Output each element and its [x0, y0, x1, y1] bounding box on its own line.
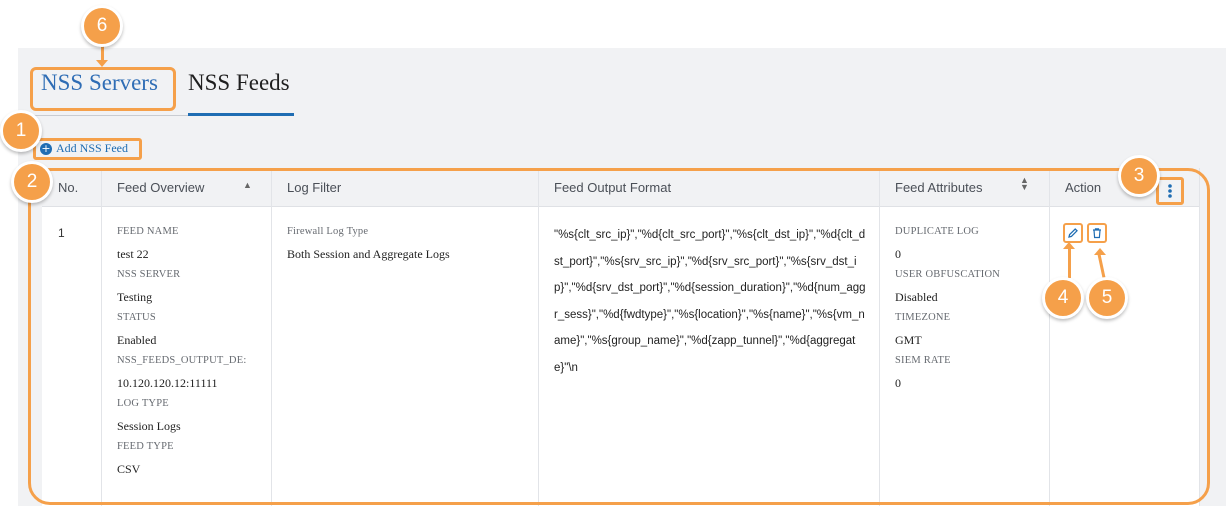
more-options-button[interactable]: [1156, 177, 1184, 205]
callout-3: 3: [1118, 155, 1160, 197]
log-type-value: Session Logs: [117, 419, 181, 433]
callout-5: 5: [1086, 277, 1128, 319]
feed-output-format-value: "%s{clt_src_ip}","%d{clt_src_port}","%s{…: [554, 229, 866, 374]
callout-4-arrowhead: [1063, 242, 1075, 249]
table-header: [42, 168, 1200, 207]
header-feed-overview[interactable]: Feed Overview: [117, 179, 205, 195]
column-divider: [101, 168, 102, 506]
header-no: No.: [58, 179, 79, 195]
highlight-table: [28, 168, 1210, 505]
column-divider: [271, 168, 272, 506]
status-value: Enabled: [117, 333, 157, 347]
nss-server-label: NSS SERVER: [117, 269, 181, 280]
highlight-add-button: [33, 138, 142, 160]
feed-type-value: CSV: [117, 462, 141, 476]
column-divider: [879, 168, 880, 506]
firewall-log-type-value: Both Session and Aggregate Logs: [287, 247, 450, 261]
status-label: STATUS: [117, 312, 156, 323]
feeds-table: No. Feed Overview ▲ Log Filter Feed Outp…: [42, 168, 1200, 506]
feed-name-label: FEED NAME: [117, 226, 179, 237]
tab-baseline: [30, 115, 188, 116]
feed-overview-cell: FEED NAME test 22 NSS SERVER Testing STA…: [117, 226, 267, 484]
vertical-dots-icon: [1168, 184, 1172, 198]
highlight-tab-servers: [30, 67, 176, 111]
feed-type-label: FEED TYPE: [117, 441, 174, 452]
callout-4-arrow: [1068, 248, 1071, 278]
timezone-value: GMT: [895, 333, 922, 347]
tab-nss-servers[interactable]: NSS Servers: [41, 70, 158, 95]
output-destination-label: NSS_FEEDS_OUTPUT_DE:: [117, 355, 247, 366]
pencil-icon: [1068, 228, 1078, 238]
header-feed-attributes[interactable]: Feed Attributes: [895, 179, 983, 195]
duplicate-log-label: DUPLICATE LOG: [895, 226, 979, 237]
add-nss-feed-button[interactable]: + Add NSS Feed: [40, 141, 128, 156]
plus-circle-icon: +: [40, 141, 52, 155]
header-feed-output-format: Feed Output Format: [554, 179, 672, 195]
callout-6: 6: [81, 5, 123, 47]
row-number: 1: [58, 226, 65, 240]
callout-4: 4: [1042, 277, 1084, 319]
user-obfuscation-label: USER OBFUSCATION: [895, 269, 1001, 280]
column-divider: [538, 168, 539, 506]
sort-both-icon[interactable]: ▲▼: [1020, 175, 1029, 192]
firewall-log-type-label: Firewall Log Type: [287, 226, 369, 237]
sort-asc-icon[interactable]: ▲: [243, 180, 252, 190]
callout-2: 2: [11, 161, 53, 203]
tab-nss-feeds[interactable]: NSS Feeds: [188, 70, 290, 95]
callout-6-arrowhead: [96, 60, 108, 67]
feed-attributes-cell: DUPLICATE LOG 0 USER OBFUSCATION Disable…: [895, 226, 1000, 398]
output-destination-value: 10.120.120.12:11111: [117, 376, 218, 390]
add-nss-feed-label: Add NSS Feed: [56, 141, 129, 155]
delete-button[interactable]: [1087, 223, 1107, 243]
callout-5-arrowhead: [1094, 248, 1106, 255]
active-tab-indicator: [188, 113, 294, 116]
log-filter-cell: Firewall Log Type Both Session and Aggre…: [287, 226, 450, 262]
trash-icon: [1093, 228, 1101, 239]
siem-rate-label: SIEM RATE: [895, 355, 951, 366]
siem-rate-value: 0: [895, 376, 901, 390]
log-type-label: LOG TYPE: [117, 398, 169, 409]
user-obfuscation-value: Disabled: [895, 290, 938, 304]
header-action: Action: [1065, 179, 1102, 195]
timezone-label: TIMEZONE: [895, 312, 951, 323]
column-divider: [1199, 168, 1200, 506]
callout-1: 1: [0, 110, 42, 152]
column-divider: [1049, 168, 1050, 506]
header-log-filter: Log Filter: [287, 179, 342, 195]
nss-server-value: Testing: [117, 290, 153, 304]
duplicate-log-value: 0: [895, 247, 901, 261]
callout-6-arrow: [101, 40, 104, 62]
feed-name-value: test 22: [117, 247, 149, 261]
